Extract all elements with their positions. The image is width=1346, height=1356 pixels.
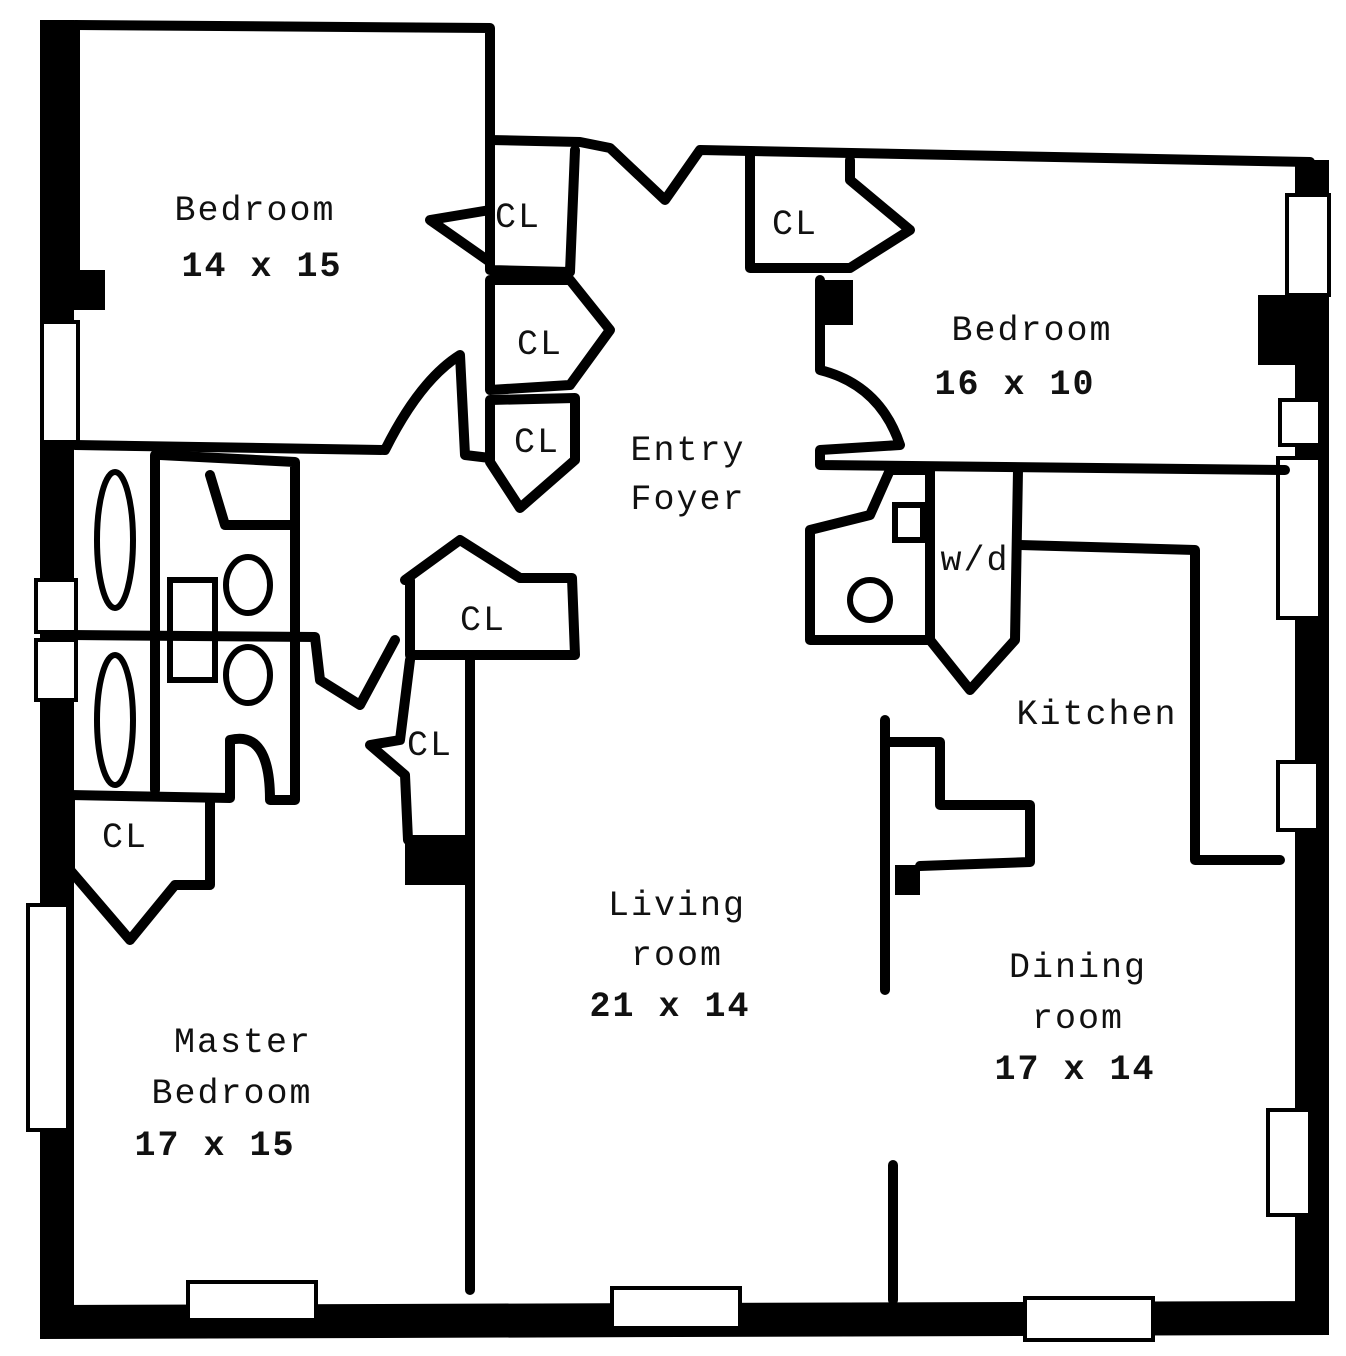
- closet-label: CL: [517, 325, 563, 365]
- foyer-label: Foyer: [630, 480, 745, 520]
- column: [405, 840, 465, 885]
- laundry-label: w/d: [940, 541, 1009, 581]
- toilet: [847, 577, 893, 623]
- dining-size: 17 x 14: [994, 1050, 1155, 1090]
- dining-label-2: room: [1032, 999, 1124, 1039]
- closet-label: CL: [102, 818, 148, 858]
- entry-label: Entry: [630, 431, 745, 471]
- bedroom-ne-size: 16 x 10: [934, 365, 1095, 405]
- bedroom-nw-name: Bedroom: [174, 191, 335, 231]
- sink: [892, 502, 926, 543]
- tub: [94, 469, 136, 611]
- dining-label-1: Dining: [1009, 948, 1147, 988]
- vanity: [167, 577, 218, 683]
- closet-label: CL: [495, 198, 541, 238]
- tub: [94, 652, 136, 788]
- closet-label: CL: [514, 423, 560, 463]
- bathroom-fixtures: [94, 469, 926, 788]
- column: [1258, 295, 1308, 365]
- column: [70, 270, 105, 310]
- column: [895, 865, 920, 895]
- master-size: 17 x 15: [134, 1126, 295, 1166]
- bedroom-nw-size: 14 x 15: [181, 247, 342, 287]
- bedroom-ne-name: Bedroom: [951, 311, 1112, 351]
- closet-labels: CL CL CL CL CL CL CL: [102, 198, 818, 858]
- living-size: 21 x 14: [589, 987, 750, 1027]
- living-label-2: room: [631, 936, 723, 976]
- closet-label: CL: [460, 601, 506, 641]
- room-labels: Bedroom 14 x 15 Bedroom 16 x 10 Entry Fo…: [134, 191, 1177, 1166]
- master-label-1: Master: [174, 1023, 312, 1063]
- toilet: [223, 644, 273, 706]
- interior-walls: [65, 135, 1290, 1305]
- closet-label: CL: [407, 726, 453, 766]
- closet-label: CL: [772, 205, 818, 245]
- living-label-1: Living: [608, 886, 746, 926]
- master-label-2: Bedroom: [151, 1074, 312, 1114]
- windows: [26, 193, 1331, 1342]
- toilet: [223, 554, 273, 616]
- kitchen-label: Kitchen: [1016, 695, 1177, 735]
